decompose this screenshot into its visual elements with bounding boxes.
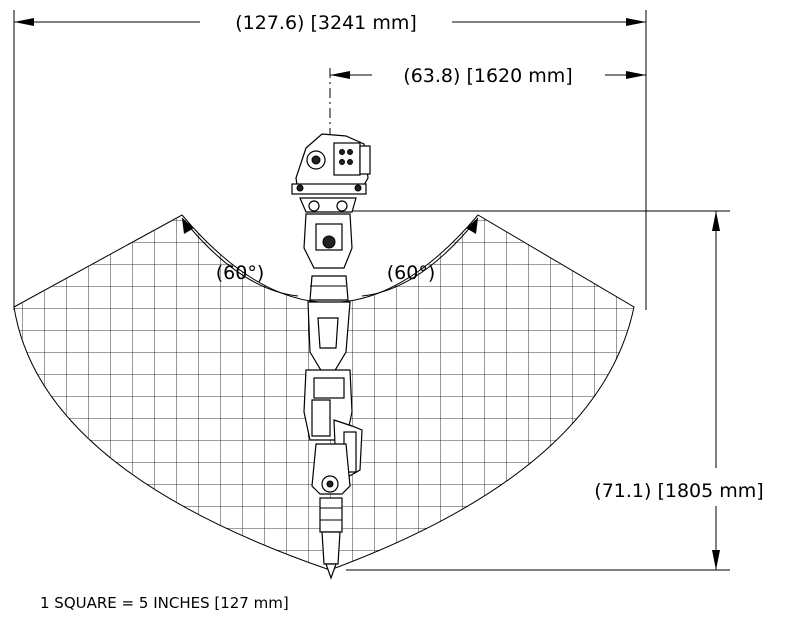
right-angle-label: (60°): [387, 262, 436, 284]
extension-lines: [13, 10, 730, 571]
work-envelope: [13, 214, 635, 571]
left-angle-label: (60°): [216, 262, 265, 284]
half-width-label: (63.8) [1620 mm]: [403, 65, 572, 87]
angle-arcs: (60°) (60°): [181, 217, 479, 297]
half-width-dimension: (63.8) [1620 mm]: [330, 65, 646, 87]
scale-note: 1 SQUARE = 5 INCHES [127 mm]: [40, 594, 289, 612]
height-label: (71.1) [1805 mm]: [594, 480, 763, 502]
height-dimension: (71.1) [1805 mm]: [594, 211, 764, 570]
robot-arm: [291, 133, 371, 580]
overall-width-label: (127.6) [3241 mm]: [235, 12, 417, 34]
overall-width-dimension: (127.6) [3241 mm]: [14, 12, 646, 34]
